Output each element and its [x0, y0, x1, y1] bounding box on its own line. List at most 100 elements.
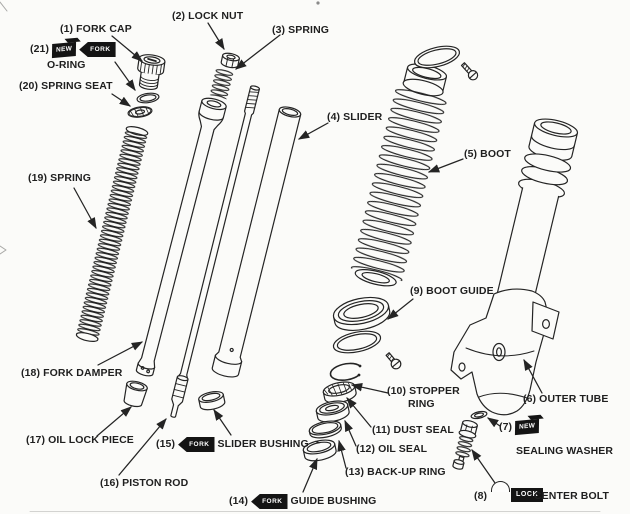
part-number: (21) [30, 43, 50, 55]
new-badge-icon: NEW [52, 41, 77, 58]
part-number: (20) [19, 80, 39, 92]
stopper-ring-drawing [329, 362, 362, 381]
scan-artifacts [0, 1, 601, 512]
part-name: GUIDE BUSHING [290, 495, 377, 507]
part-name: OUTER TUBE [539, 393, 609, 405]
part-name: SPRING [50, 172, 91, 184]
part-number: (2) [172, 10, 186, 22]
label-lock-nut: (2) LOCK NUT [172, 10, 243, 23]
sealing-washer-drawing [470, 410, 488, 420]
new-badge-icon: NEW [515, 418, 540, 436]
part-name: SLIDER BUSHING [217, 438, 309, 450]
part-number: (19) [28, 172, 48, 184]
part-name: O-RING [47, 59, 86, 72]
part-name: SEALING WASHER [516, 445, 614, 457]
part-name: LOCK NUT [188, 10, 244, 22]
dome-head-icon [491, 481, 510, 492]
part-number: (9) [410, 285, 424, 297]
part-name: FORK DAMPER [43, 367, 123, 379]
spring-19-drawing [75, 126, 149, 343]
part-number: (18) [21, 367, 41, 379]
boot-clamp-top-drawing [413, 45, 461, 69]
part-number: (6) [523, 393, 537, 405]
leader-arrows [73, 22, 543, 493]
part-number: (14) [229, 495, 249, 507]
part-name-line1: STOPPER [409, 385, 460, 397]
boot-drawing [349, 63, 450, 287]
part-number: (16) [100, 477, 120, 489]
label-o-ring: (21) NEW FORK O-RING [30, 41, 116, 72]
part-name: DUST SEAL [393, 424, 454, 436]
part-number: (3) [272, 24, 286, 36]
label-oil-lock-piece: (17) OIL LOCK PIECE [26, 434, 134, 447]
label-guide-bushing: (14) FORK GUIDE BUSHING [229, 494, 377, 510]
backup-ring-drawing [308, 420, 342, 439]
part-number: (17) [26, 434, 46, 446]
label-sealing-washer: SEALING WASHER [516, 445, 613, 458]
center-bolt-drawing [454, 419, 478, 467]
label-boot-guide: (9) BOOT GUIDE [410, 285, 494, 298]
o-ring-drawing [136, 92, 160, 104]
part-name: OIL SEAL [378, 443, 428, 455]
label-dust-seal: (11) DUST SEAL [372, 424, 454, 437]
part-name: FORK CAP [76, 23, 132, 35]
spring-seat-drawing [127, 106, 153, 118]
outer-tube-drawing [494, 118, 579, 310]
label-slider: (4) SLIDER [327, 111, 382, 124]
part-name: SPRING SEAT [41, 80, 113, 92]
guide-bushing-drawing [302, 439, 337, 462]
fork-lower-casting-drawing [450, 288, 560, 416]
label-sealing-washer-number: (7) NEW [499, 418, 540, 436]
slider-drawing [211, 106, 302, 378]
part-number: (13) [345, 466, 365, 478]
part-number: (15) [156, 438, 176, 450]
part-name-line2: RING [408, 398, 435, 411]
clamp-screw-top [460, 62, 479, 81]
label-fork-damper: (18) FORK DAMPER [21, 367, 122, 380]
fork-badge-icon: FORK [79, 42, 116, 58]
oil-lock-piece-drawing [123, 380, 148, 408]
label-outer-tube: (6) OUTER TUBE [523, 393, 608, 406]
label-spring-seat: (20) SPRING SEAT [19, 80, 113, 93]
oil-seal-drawing [315, 400, 350, 423]
label-center-bolt: (8) LOCK CENTER BOLT [474, 479, 624, 505]
part-name: BOOT [480, 148, 511, 160]
label-backup-ring: (13) BACK-UP RING [345, 466, 446, 479]
part-number: (4) [327, 111, 341, 123]
label-boot: (5) BOOT [464, 148, 511, 161]
boot-clamp-lower-drawing [332, 330, 382, 354]
slider-bushing-drawing [198, 391, 226, 411]
label-spring-3: (3) SPRING [272, 24, 329, 37]
label-stopper-ring: (10) STOPPER RING [387, 385, 460, 411]
part-number: (8) [474, 490, 488, 502]
part-number: (10) [387, 385, 407, 397]
fork-damper-drawing [135, 97, 227, 377]
label-fork-cap: (1) FORK CAP [60, 23, 132, 36]
center-bolt-nut-drawing [452, 459, 465, 470]
dust-seal-drawing [322, 381, 357, 404]
clamp-screw-lower [385, 352, 402, 370]
label-slider-bushing: (15) FORK SLIDER BUSHING [156, 437, 309, 453]
piston-rod-drawing [170, 85, 260, 418]
part-name: BACK-UP RING [367, 466, 446, 478]
part-name: SLIDER [343, 111, 383, 123]
spring-3-drawing [209, 67, 235, 100]
label-spring-19: (19) SPRING [28, 172, 91, 185]
part-number: (12) [356, 443, 376, 455]
part-name: PISTON ROD [122, 477, 189, 489]
fork-cap-drawing [137, 54, 166, 91]
part-name: CENTER BOLT [534, 490, 609, 502]
part-name: SPRING [288, 24, 330, 36]
fork-badge-icon: FORK [251, 494, 288, 510]
part-number: (1) [60, 23, 74, 35]
label-oil-seal: (12) OIL SEAL [356, 443, 427, 456]
part-number: (7) [499, 420, 513, 433]
lock-badge-icon: LOCK [511, 488, 544, 502]
part-name: OIL LOCK PIECE [48, 434, 134, 446]
fork-badge-icon: FORK [178, 437, 215, 453]
boot-guide-drawing [332, 296, 391, 332]
part-number: (11) [372, 424, 391, 436]
lock-nut-drawing [220, 52, 240, 69]
